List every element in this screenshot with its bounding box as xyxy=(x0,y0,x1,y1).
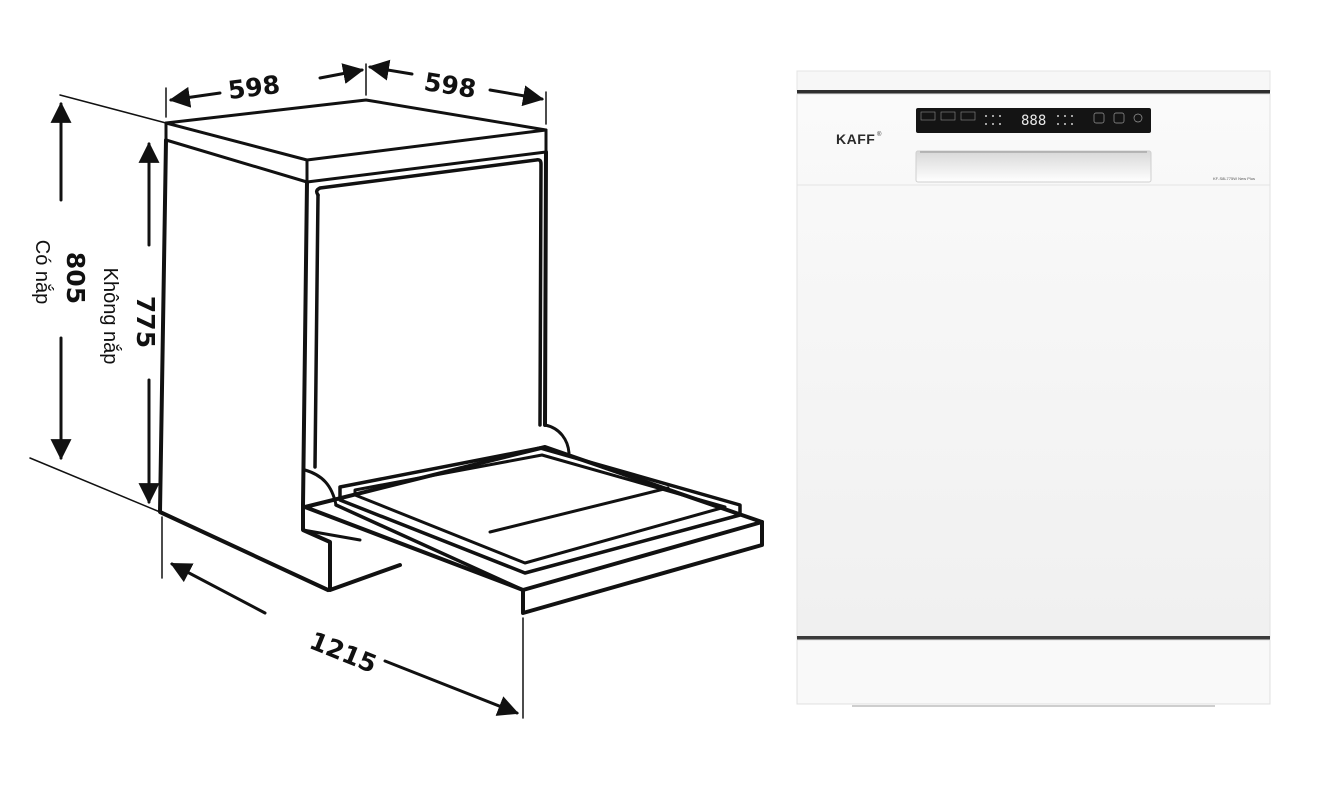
control-buttons xyxy=(920,111,1143,125)
front-frame xyxy=(301,150,548,507)
kick-plate xyxy=(796,639,1271,705)
dim-width-top-value: 598 xyxy=(422,67,478,104)
dimension-height-with-lid: 805 Có nắp xyxy=(29,94,167,513)
dim-height-without-lid-value: 775 xyxy=(131,296,160,348)
model-label: KF-S8L775W New Plus xyxy=(1213,176,1255,181)
dishwasher-line-drawing xyxy=(158,98,764,615)
dim-depth-top-value: 598 xyxy=(226,70,281,105)
dim-height-with-lid-label: Có nắp xyxy=(31,240,54,305)
dimension-open-depth: 1215 xyxy=(161,516,524,719)
door-handle xyxy=(915,150,1152,183)
dim-height-without-lid-label: Không nắp xyxy=(99,268,122,365)
brand-registered-mark: ® xyxy=(877,131,882,138)
dim-height-with-lid-value: 805 xyxy=(61,252,90,304)
dimension-depth-top: 598 xyxy=(165,63,367,118)
dim-open-depth-value: 1215 xyxy=(305,626,380,679)
dishwasher-product-image: KAFF ® 888 KF-S8L775W New Plus xyxy=(796,70,1271,707)
control-display: 888 xyxy=(1021,113,1046,129)
open-door xyxy=(303,445,764,592)
top-lid xyxy=(164,98,548,162)
dimension-height-without-lid: 775 Không nắp xyxy=(99,141,160,505)
brand-logo: KAFF xyxy=(836,131,875,147)
